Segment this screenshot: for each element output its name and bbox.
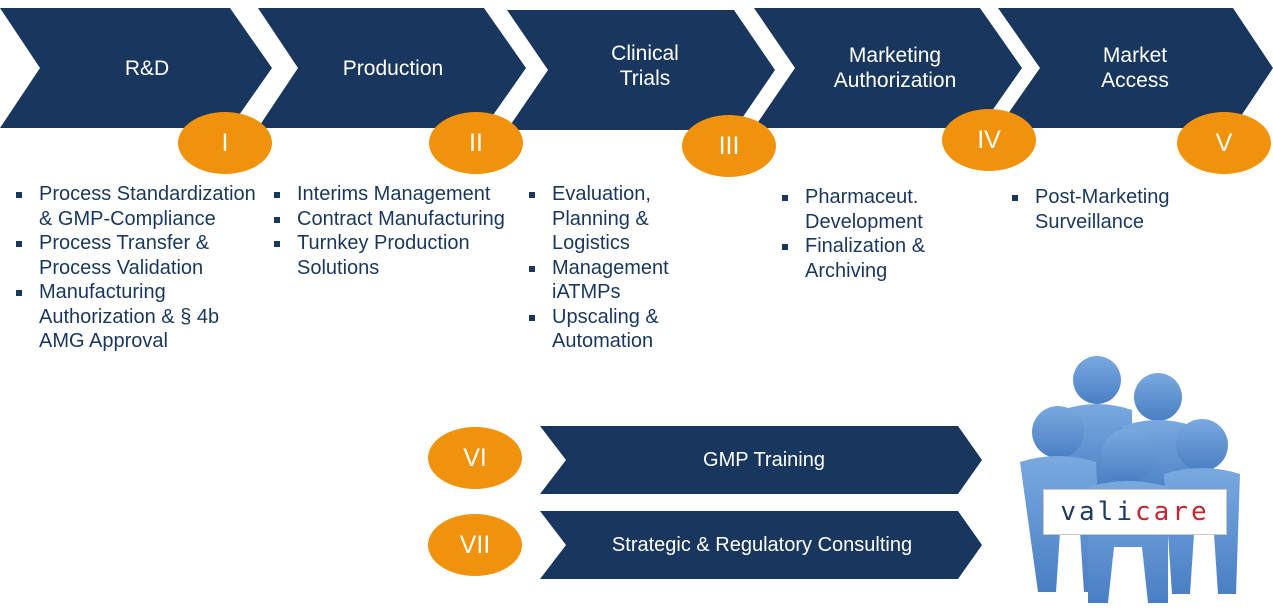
service-title-strategic-consulting: Strategic & Regulatory Consulting	[611, 533, 913, 556]
logo-text-vali: vali	[1060, 497, 1135, 527]
list-item: Post-Marketing Surveillance	[1008, 185, 1218, 234]
bar-strategic-consulting	[540, 511, 982, 579]
services-list-marketing-authorization: Pharmaceut. Development Finalization & A…	[778, 185, 978, 283]
list-item: Pharmaceut. Development	[778, 185, 978, 234]
stage-number-badge: II	[429, 112, 523, 174]
service-title-gmp-training: GMP Training	[703, 448, 825, 471]
stage-title-production: Production	[342, 56, 444, 80]
service-number-badge: VI	[428, 427, 522, 489]
list-item: Management iATMPs	[525, 256, 700, 305]
list-item: Manufacturing Authorization & § 4b AMG A…	[12, 280, 257, 354]
chevron-rnd	[0, 8, 272, 128]
stage-number-badge: I	[178, 112, 272, 174]
list-item: Contract Manufacturing	[270, 207, 510, 232]
stage-title-rnd: R&D	[124, 56, 170, 80]
stage-title-marketing-authorization: Marketing Authorization	[833, 44, 957, 92]
stage-number-badge: III	[682, 115, 776, 177]
logo-text-care: care	[1135, 497, 1210, 527]
services-list-rnd: Process Standardization & GMP-Compliance…	[12, 182, 257, 354]
stage-number-badge: IV	[942, 109, 1036, 171]
stage-title-market-access: Market Access	[1101, 44, 1169, 92]
chevron-clinical-trials	[507, 10, 775, 130]
people-icon	[1020, 356, 1240, 603]
bar-gmp-training	[540, 426, 982, 494]
service-number-badge: VII	[428, 514, 522, 576]
list-item: Interims Management	[270, 182, 510, 207]
chevron-marketing-authorization	[754, 8, 1022, 128]
services-list-market-access: Post-Marketing Surveillance	[1008, 185, 1218, 234]
stage-number-badge: V	[1177, 112, 1271, 174]
services-list-production: Interims Management Contract Manufacturi…	[270, 182, 510, 280]
stage-title-clinical-trials: Clinical Trials	[611, 42, 679, 90]
chevron-market-access	[998, 8, 1273, 128]
chevron-production	[258, 8, 526, 128]
list-item: Turnkey Production Solutions	[270, 231, 510, 280]
list-item: Finalization & Archiving	[778, 234, 978, 283]
list-item: Process Transfer & Process Validation	[12, 231, 257, 280]
services-list-clinical-trials: Evaluation, Planning & Logistics Managem…	[525, 182, 700, 354]
list-item: Upscaling & Automation	[525, 305, 700, 354]
list-item: Evaluation, Planning & Logistics	[525, 182, 700, 256]
list-item: Process Standardization & GMP-Compliance	[12, 182, 257, 231]
